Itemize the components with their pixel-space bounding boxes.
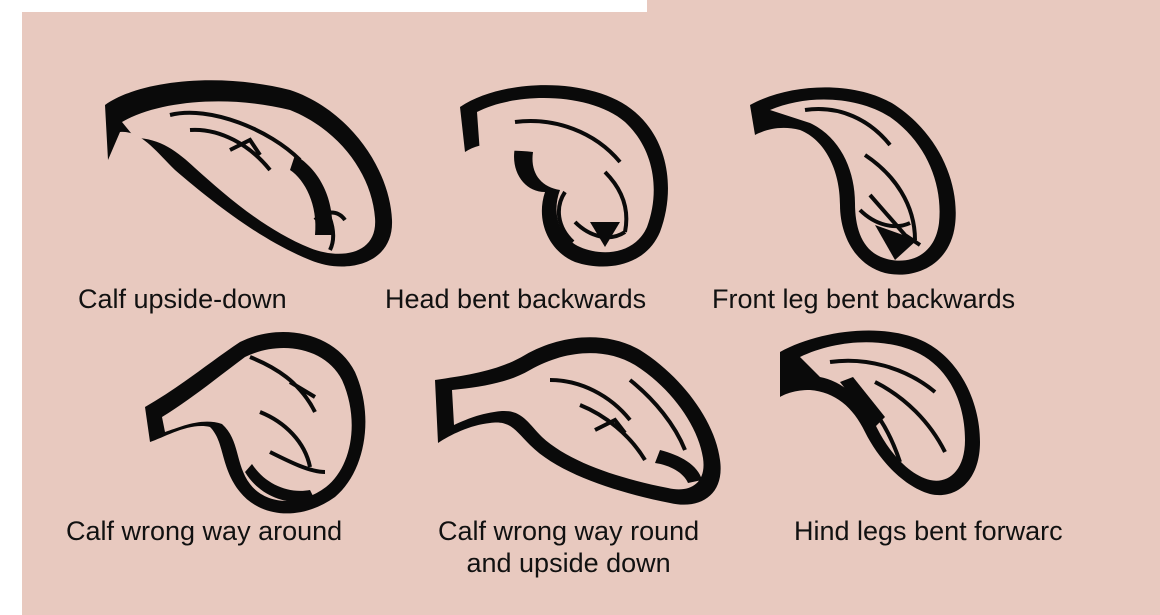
figure-hind-legs-bent-forward (775, 322, 985, 500)
caption-calf-wrong-way-around: Calf wrong way around (66, 515, 342, 547)
caption-calf-upside-down: Calf upside-down (78, 283, 287, 315)
caption-front-leg-bent-backwards: Front leg bent backwards (712, 283, 1015, 315)
figure-calf-wrong-way-around (140, 322, 375, 517)
white-strip (22, 0, 647, 12)
caption-hind-legs-bent-forward: Hind legs bent forwarc (794, 515, 1063, 547)
caption-calf-wrong-way-round-upside-down: Calf wrong way round and upside down (438, 515, 699, 579)
figure-calf-upside-down (100, 60, 400, 275)
figure-front-leg-bent-backwards (745, 75, 970, 280)
figure-calf-wrong-way-round-upside-down (430, 325, 725, 510)
caption-head-bent-backwards: Head bent backwards (385, 283, 646, 315)
figure-head-bent-backwards (455, 72, 680, 272)
